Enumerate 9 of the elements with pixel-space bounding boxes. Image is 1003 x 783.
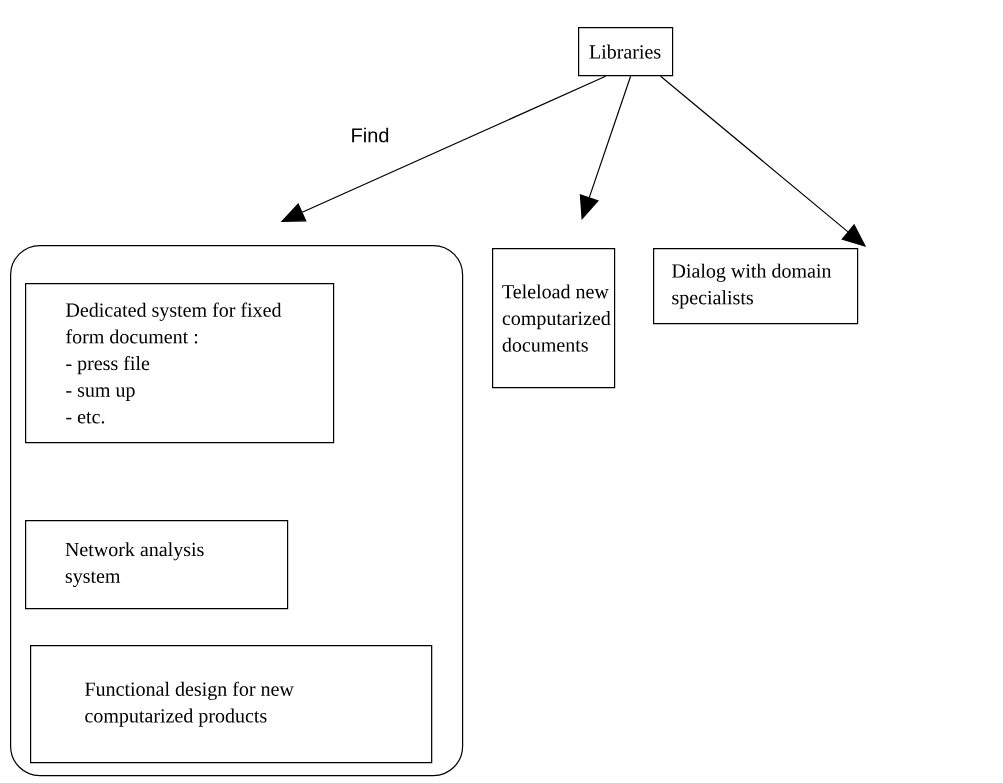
- text-box: Dialog with domain specialists: [653, 248, 859, 325]
- text-box: Functional design for new computarized products: [30, 645, 433, 764]
- text-box: Network analysis system: [25, 520, 289, 610]
- text-box: Dedicated system for fixed form document : - press file - sum up - etc.: [25, 283, 335, 444]
- text-box: Libraries: [578, 27, 674, 77]
- text-box: Teleload new computarized documents: [492, 248, 616, 389]
- arrow: [579, 75, 632, 220]
- edge-label: Find: [352, 127, 389, 143]
- rounded-box: [10, 245, 464, 777]
